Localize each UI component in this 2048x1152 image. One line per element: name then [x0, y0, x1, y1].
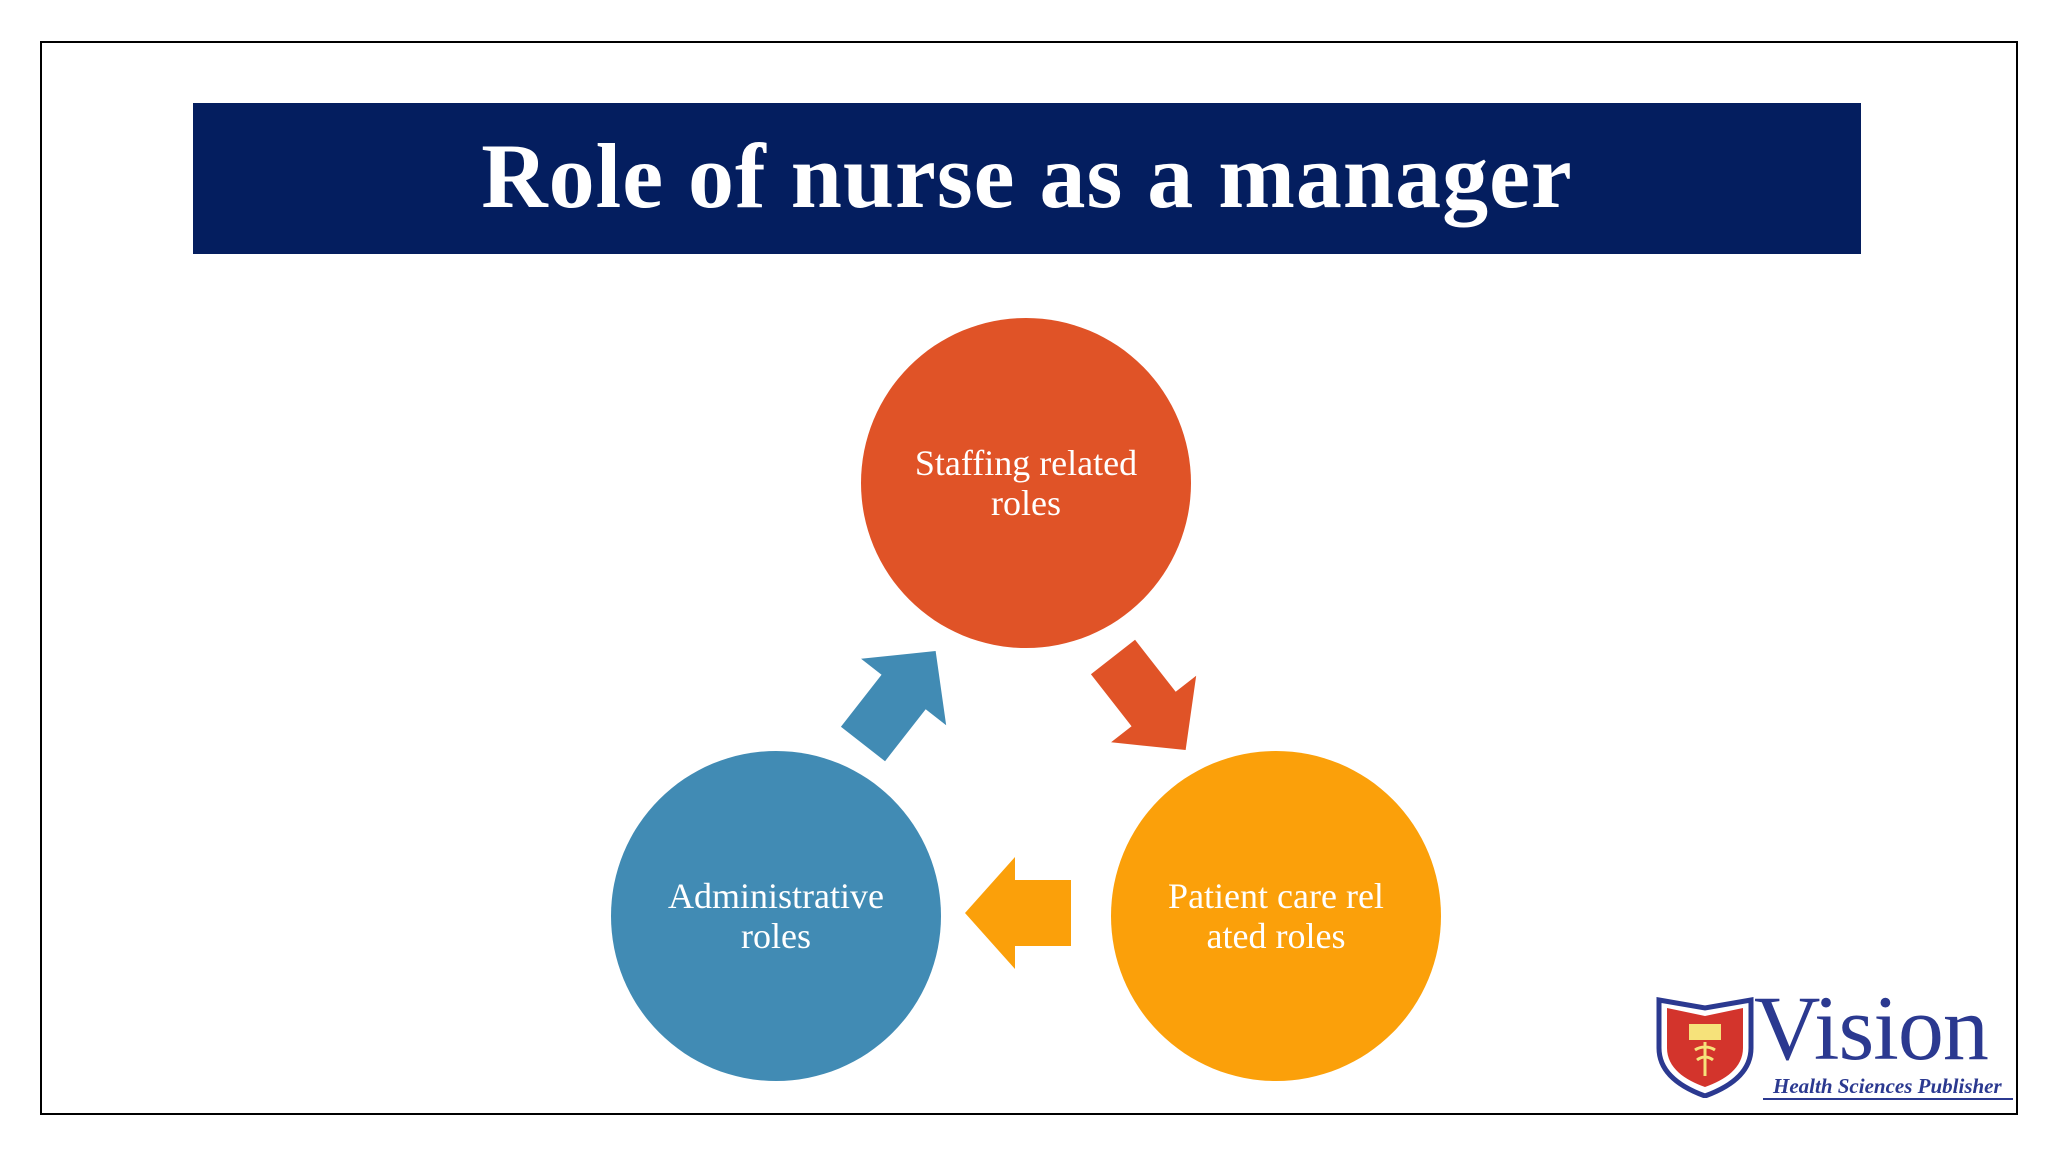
node-administrative-label: Administrative roles	[668, 876, 884, 956]
node-patient-care-label: Patient care related roles	[1168, 876, 1384, 956]
title-bar: Role of nurse as a manager	[193, 103, 1861, 254]
publisher-logo: Vision Health Sciences Publisher	[1655, 982, 2017, 1102]
slide-title: Role of nurse as a manager	[481, 124, 1573, 227]
node-staffing: Staffing related roles	[861, 318, 1191, 648]
logo-rule	[1763, 1098, 2013, 1100]
shield-book-icon	[1656, 997, 1754, 1098]
logo-wordmark: Vision	[1754, 977, 1989, 1079]
node-staffing-label: Staffing related roles	[914, 443, 1138, 523]
node-patient-care: Patient care related roles	[1111, 751, 1441, 1081]
node-administrative: Administrative roles	[611, 751, 941, 1081]
logo-tagline: Health Sciences Publisher	[1773, 1074, 2002, 1098]
